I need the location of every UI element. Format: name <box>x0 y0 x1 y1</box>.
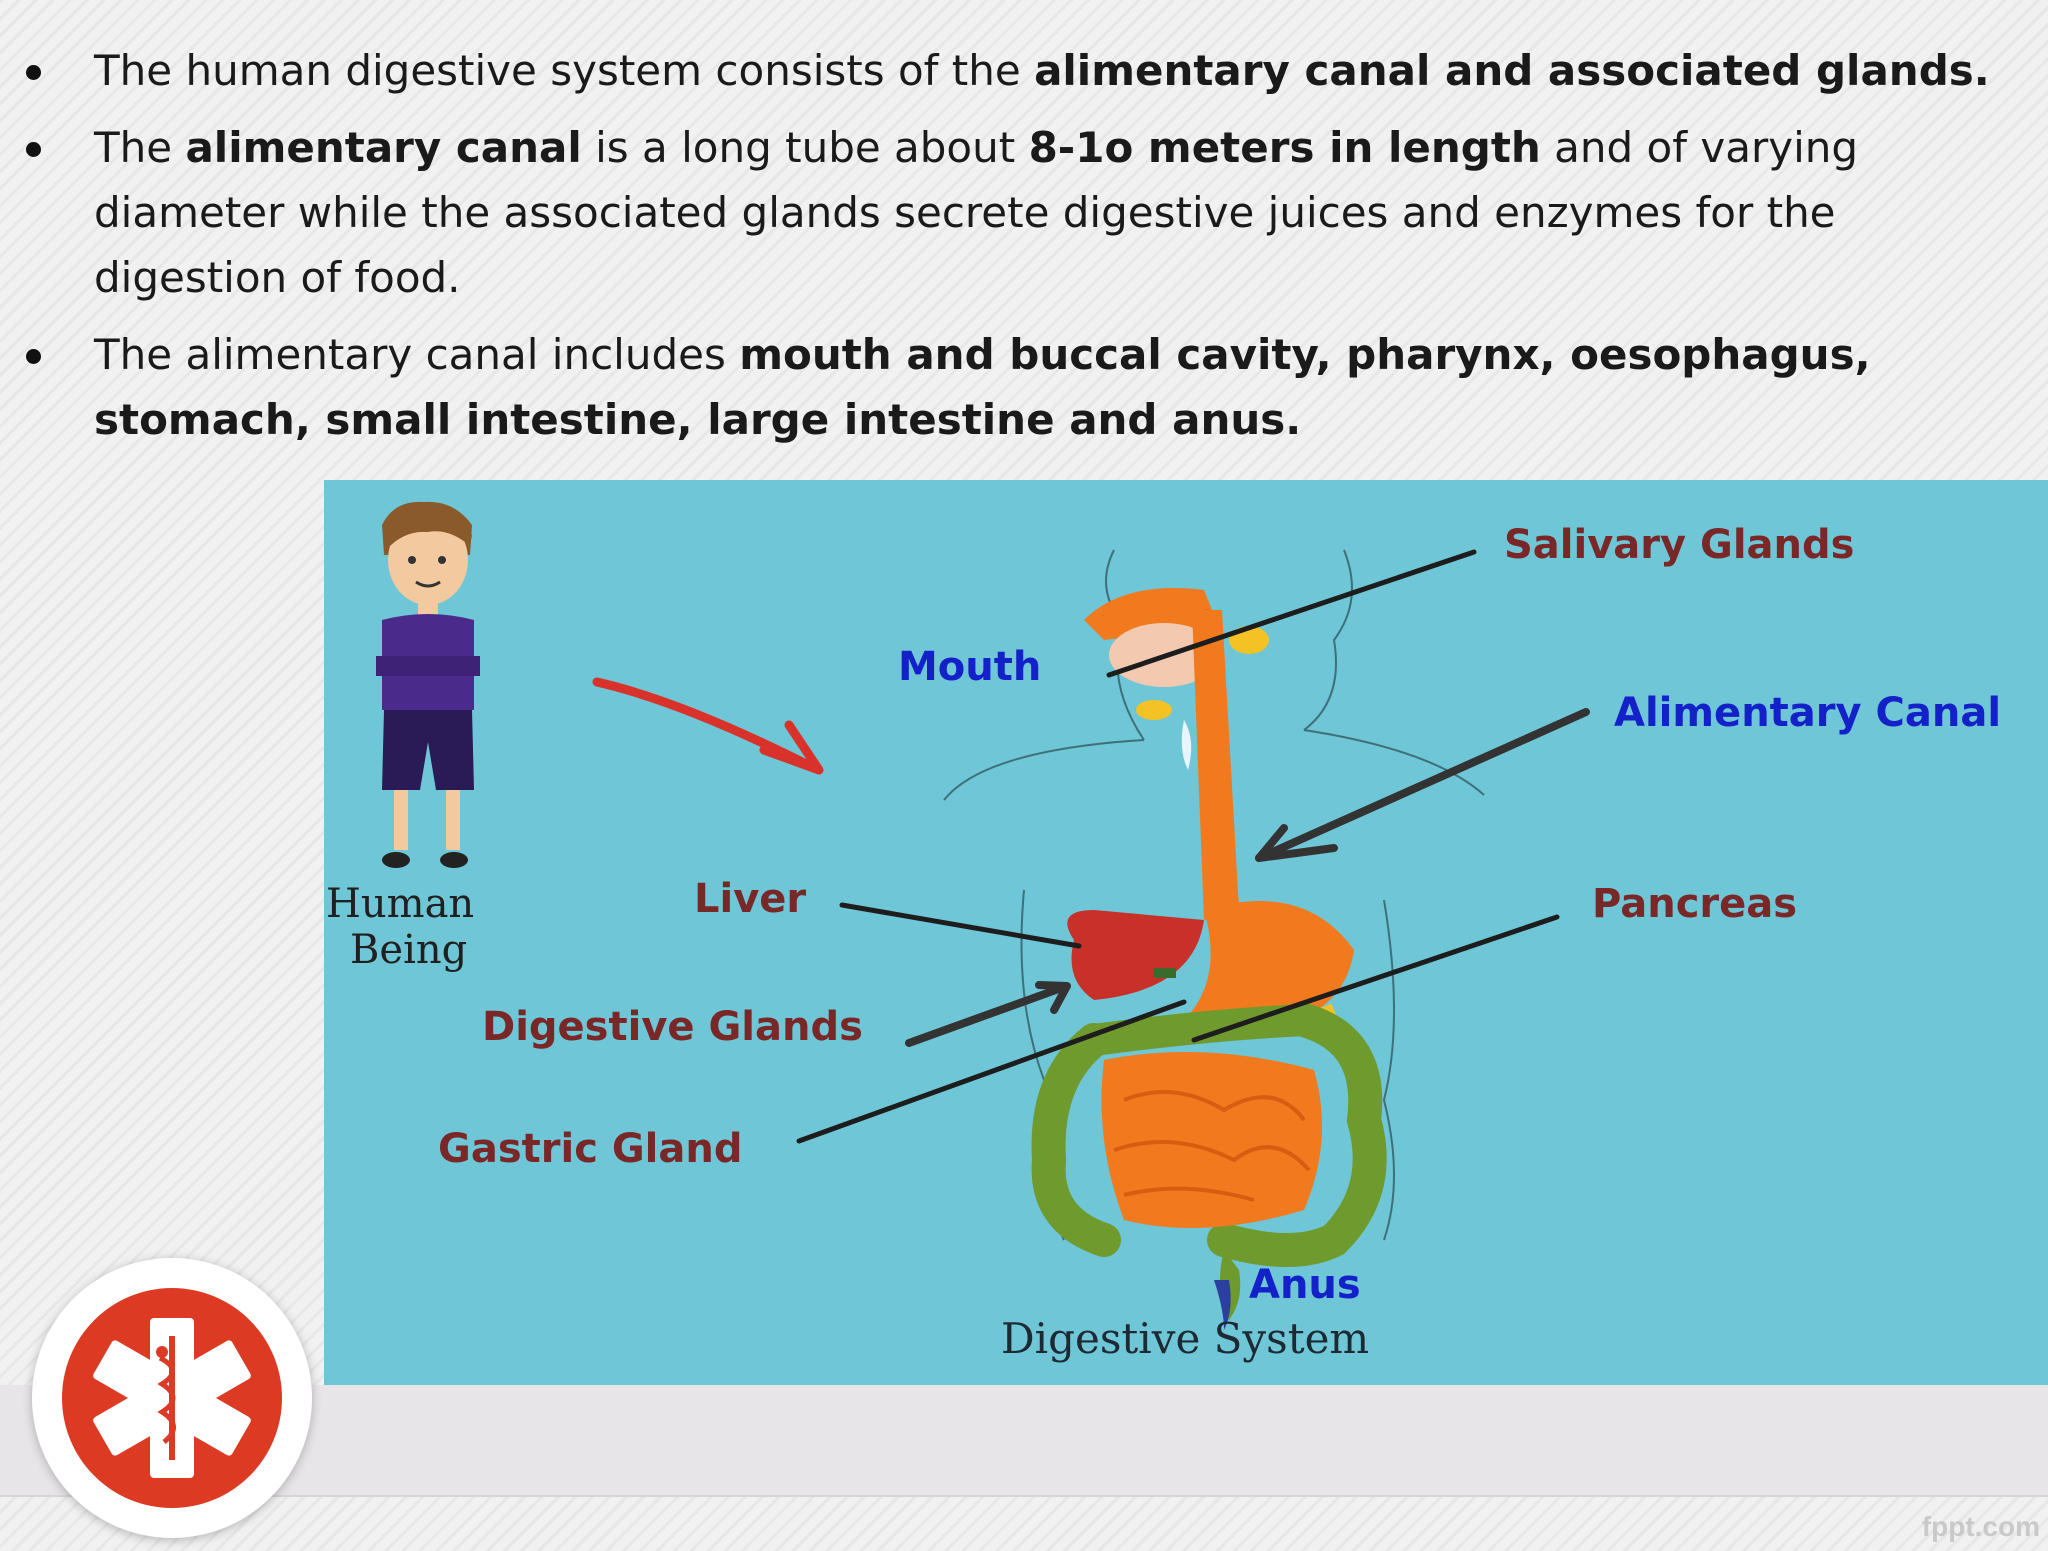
being-label: Being <box>350 927 467 973</box>
digestive-system-figure: Human Being <box>324 480 2048 1385</box>
digestive-organs-illustration <box>1049 588 1370 1330</box>
liver-label: Liver <box>694 876 806 922</box>
digestive-diagram: Human Being <box>324 480 2048 1385</box>
salivary-glands-label: Salivary Glands <box>1504 522 1854 568</box>
pancreas-label: Pancreas <box>1592 881 1797 927</box>
alimentary-canal-label: Alimentary Canal <box>1614 690 2001 736</box>
bullet-item: The alimentary canal is a long tube abou… <box>22 115 2012 310</box>
digestive-glands-label: Digestive Glands <box>482 1004 863 1050</box>
mouth-label: Mouth <box>898 644 1041 690</box>
bullet-item: The alimentary canal includes mouth and … <box>22 322 2012 452</box>
bullet-item: The human digestive system consists of t… <box>22 38 2012 103</box>
bullet-list: The human digestive system consists of t… <box>22 38 2012 464</box>
human-figure-illustration <box>376 502 480 868</box>
medical-logo <box>32 1258 312 1538</box>
red-arrow-icon <box>597 682 819 770</box>
star-of-life-medical-icon <box>32 1258 312 1538</box>
anus-label: Anus <box>1249 1262 1361 1308</box>
gastric-gland-label: Gastric Gland <box>438 1126 742 1172</box>
figure-caption: Digestive System <box>1001 1314 1369 1363</box>
footer-brand: fppt.com <box>1922 1511 2040 1543</box>
human-label: Human <box>326 881 474 927</box>
